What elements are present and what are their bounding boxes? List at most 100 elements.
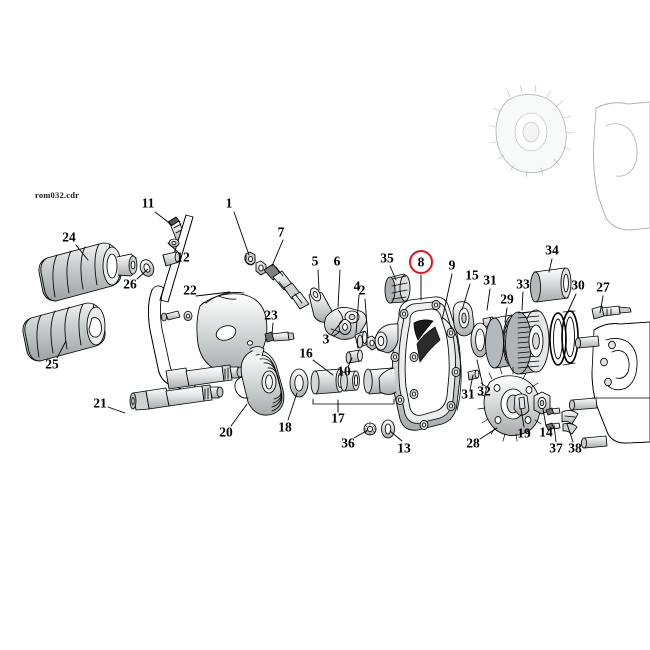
- callout-label-5: 5: [311, 253, 319, 269]
- part-2b-nut: [255, 260, 267, 276]
- leader-line-3: [330, 319, 344, 336]
- callout-label-38: 38: [568, 440, 582, 456]
- leader-line-10: [347, 357, 353, 368]
- part-34-sleeve: [530, 267, 572, 303]
- callout-label-28: 28: [466, 435, 480, 451]
- part-36-lockwasher: [363, 422, 377, 436]
- leader-line-4: [355, 294, 360, 334]
- engine-case-fragment: [568, 321, 650, 449]
- callout-label-4: 4: [353, 278, 361, 294]
- leader-line-5: [317, 269, 320, 291]
- part-20-clutch-spring: [234, 346, 285, 416]
- leader-line-32: [476, 359, 484, 387]
- callout-label-14: 14: [539, 424, 553, 440]
- part-35-plug: [384, 273, 411, 304]
- callout-label-24: 24: [62, 229, 76, 245]
- part-21-footpeg-pins: [129, 364, 244, 411]
- callout-label-12: 12: [176, 249, 190, 265]
- callout-label-26: 26: [123, 276, 137, 292]
- part-31-dowel-lower: [467, 369, 480, 381]
- callout-label-21: 21: [93, 395, 107, 411]
- part-26-washer: [139, 259, 155, 277]
- callout-label-29: 29: [500, 291, 514, 307]
- part-12-shift-lever-plate: [159, 214, 194, 303]
- callout-label-32: 32: [477, 383, 491, 399]
- part-8-transmission-cover: [374, 296, 461, 431]
- leader-line-26: [136, 268, 149, 280]
- part-9-gasket: [442, 317, 462, 411]
- leader-line-24: [75, 244, 89, 261]
- part-13-washer: [381, 419, 395, 439]
- callout-label-1: 1: [225, 195, 233, 211]
- part-24-footpeg-rubber: [38, 242, 138, 302]
- highlight-ring-part-8: [409, 250, 433, 274]
- leader-line-19: [520, 408, 525, 428]
- leader-line-22: [195, 291, 231, 297]
- leader-line-16: [312, 359, 334, 376]
- leader-line-1: [233, 211, 250, 256]
- callout-label-25: 25: [45, 356, 59, 372]
- leader-line-9: [441, 273, 453, 321]
- callout-label-3: 3: [322, 331, 330, 347]
- part-2-nut: [366, 335, 378, 351]
- leader-line-25: [56, 340, 67, 359]
- leader-line-21: [107, 406, 126, 414]
- callout-label-27: 27: [596, 279, 610, 295]
- part-27-bolt: [591, 305, 632, 320]
- watermark: rom032.cdr: [35, 190, 80, 200]
- part-30-snap-rings: [549, 310, 579, 366]
- callout-label-15: 15: [465, 267, 479, 283]
- leader-line-29: [504, 307, 508, 323]
- part-19-key: [513, 393, 530, 416]
- leader-line-14: [542, 408, 547, 427]
- leader-line-12: [167, 242, 181, 255]
- part-38-bracket: [561, 409, 579, 435]
- part-25-footpeg-rubber: [22, 302, 106, 362]
- leader-line-34: [548, 258, 553, 273]
- leader-line-20: [230, 403, 248, 427]
- leader-line-27: [599, 295, 604, 314]
- callout-label-7: 7: [277, 224, 285, 240]
- callout-label-16: 16: [299, 345, 313, 361]
- leader-line-38: [566, 423, 574, 443]
- part-4-spacer: [354, 330, 369, 349]
- background-case-edge: [593, 101, 650, 231]
- part-23-bolt: [264, 331, 295, 343]
- callout-label-22: 22: [183, 282, 197, 298]
- leader-line-15: [461, 283, 471, 311]
- part-32-washer: [470, 322, 490, 358]
- callout-label-17: 17: [331, 410, 345, 426]
- callout-label-9: 9: [448, 257, 456, 273]
- leader-line-2: [364, 298, 369, 339]
- callout-label-23: 23: [264, 307, 278, 323]
- leader-line-6: [337, 269, 341, 308]
- leader-line-11: [154, 211, 173, 226]
- leader-line-7: [271, 239, 284, 267]
- part-7-shifter-shaft: [263, 263, 310, 310]
- callout-label-36: 36: [341, 435, 355, 451]
- part-1-nut: [244, 251, 256, 266]
- callout-label-34: 34: [545, 242, 559, 258]
- part-33-gear: [505, 309, 550, 375]
- part-3-washer: [338, 319, 352, 335]
- leader-line-18: [287, 392, 298, 421]
- callout-label-37: 37: [549, 440, 563, 456]
- callout-label-18: 18: [278, 419, 292, 435]
- leader-line-33: [521, 291, 524, 311]
- leader-line-31b: [469, 374, 474, 391]
- part-18-washer: [289, 368, 309, 398]
- leader-line-31: [486, 288, 491, 311]
- callout-label-35: 35: [380, 250, 394, 266]
- callout-label-6: 6: [333, 253, 341, 269]
- leader-line-35: [389, 265, 397, 281]
- background-sprocket: [488, 84, 574, 178]
- callout-label-31: 31: [483, 272, 497, 288]
- leader-line-37: [553, 424, 557, 443]
- callout-label-2: 2: [358, 282, 366, 298]
- callout-label-30: 30: [571, 277, 585, 293]
- callout-label-19: 19: [517, 425, 531, 441]
- callout-label-10: 10: [337, 363, 351, 379]
- leader-line-30: [563, 293, 577, 321]
